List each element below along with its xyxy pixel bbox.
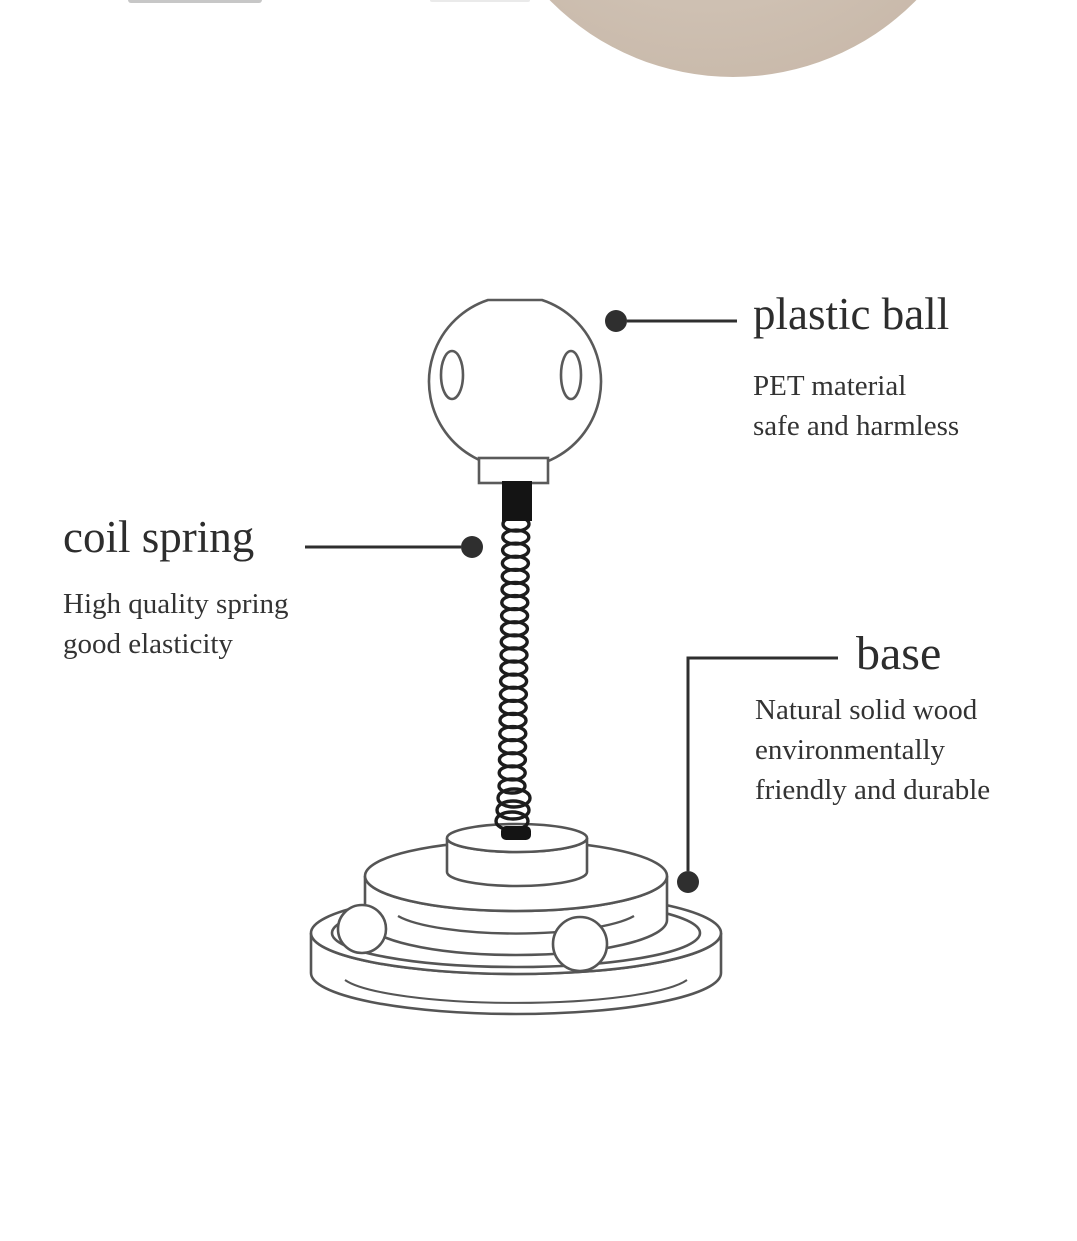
base-bottom-edge-line bbox=[344, 979, 688, 1004]
track-groove-arc bbox=[397, 914, 635, 935]
callout-lines bbox=[305, 310, 838, 893]
plastic-ball-label: plastic ball bbox=[753, 289, 950, 339]
top-edge-artifact-2 bbox=[430, 0, 530, 2]
coil-spring-callout-dot bbox=[461, 536, 483, 558]
plastic-ball-description: PET material safe and harmless bbox=[753, 370, 960, 443]
spring-bottom-cap bbox=[501, 826, 531, 840]
base-label: base bbox=[856, 627, 942, 680]
base-callout-dot bbox=[677, 871, 699, 893]
base-description: Natural solid wood environmentally frien… bbox=[755, 694, 991, 807]
plastic-ball-callout-dot bbox=[605, 310, 627, 332]
coil-spring-description: High quality spring good elasticity bbox=[63, 588, 289, 661]
coil-spring-label: coil spring bbox=[63, 512, 255, 562]
ball-hole-left bbox=[439, 349, 465, 401]
spring-coil bbox=[494, 515, 532, 832]
top-edge-artifact bbox=[128, 0, 262, 3]
track-ball-left bbox=[336, 903, 388, 955]
ball-spring-connector bbox=[502, 481, 532, 521]
base-callout-line bbox=[686, 656, 838, 871]
track-ball-right bbox=[551, 915, 609, 973]
ball-collar bbox=[477, 456, 550, 485]
ball-hole-right bbox=[559, 349, 583, 401]
